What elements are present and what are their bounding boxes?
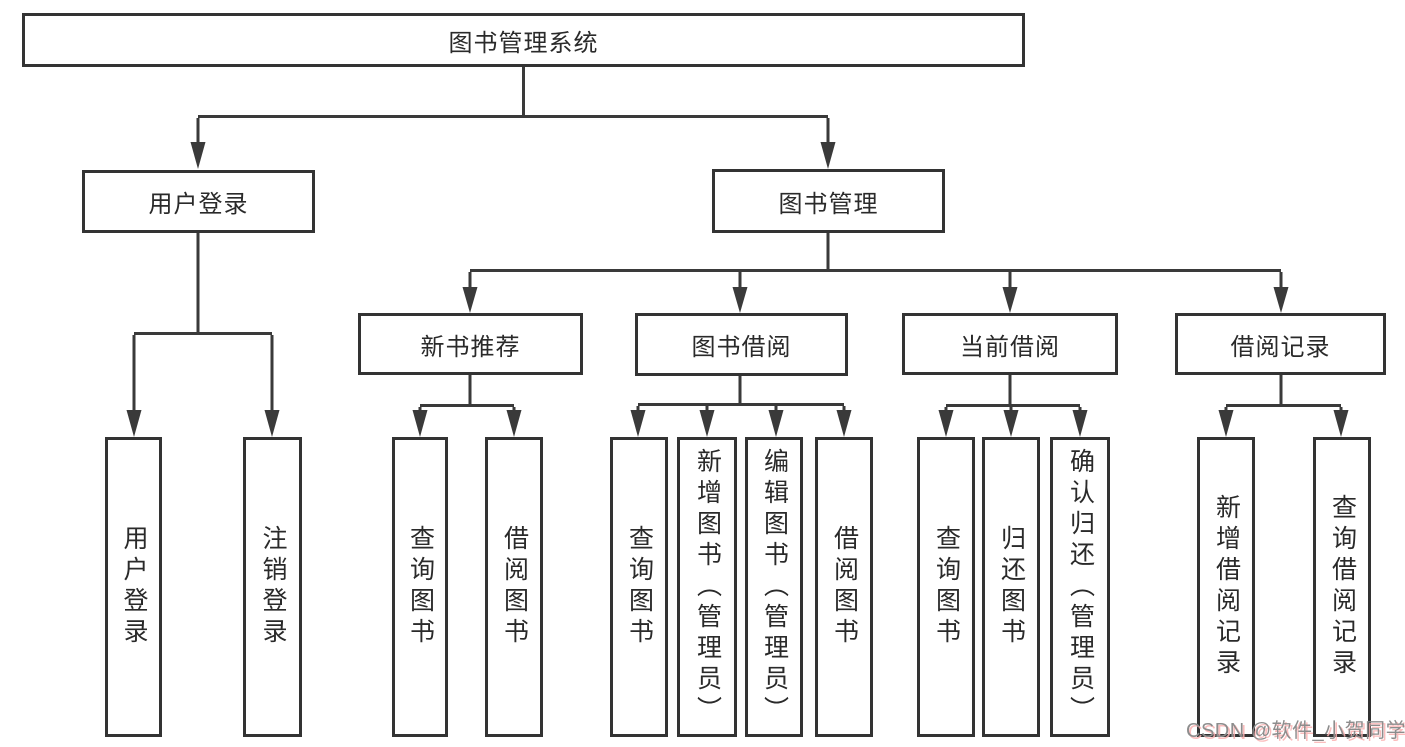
node-new-book-recommend: 新书推荐 bbox=[358, 313, 583, 375]
leaf-edit-book-admin: 编辑图书（管理员） bbox=[745, 437, 803, 737]
node-current-borrow-label: 当前借阅 bbox=[960, 333, 1060, 361]
leaf-borrow-book-2: 借阅图书 bbox=[815, 437, 873, 737]
leaf-logout-login: 注销登录 bbox=[243, 437, 302, 737]
node-current-borrow: 当前借阅 bbox=[902, 313, 1118, 375]
leaf-query-book-2: 查询图书 bbox=[610, 437, 668, 737]
leaf-borrow-book: 借阅图书 bbox=[485, 437, 543, 737]
node-new-book-recommend-label: 新书推荐 bbox=[420, 333, 521, 361]
leaf-confirm-return-admin: 确认归还（管理员） bbox=[1050, 437, 1110, 737]
node-book-borrow-label: 图书借阅 bbox=[691, 334, 792, 361]
leaf-user-login: 用户登录 bbox=[105, 437, 162, 737]
node-system-root: 图书管理系统 bbox=[22, 13, 1025, 67]
leaf-query-book: 查询图书 bbox=[392, 437, 448, 737]
leaf-query-book-3: 查询图书 bbox=[917, 437, 975, 737]
node-borrow-record: 借阅记录 bbox=[1175, 313, 1386, 375]
node-book-management-label: 图书管理 bbox=[778, 190, 879, 218]
leaf-return-book: 归还图书 bbox=[982, 437, 1040, 737]
node-user-login: 用户登录 bbox=[82, 170, 315, 233]
node-book-borrow: 图书借阅 bbox=[635, 313, 848, 376]
leaf-add-borrow-record: 新增借阅记录 bbox=[1197, 437, 1255, 737]
csdn-watermark: CSDN @软件_小贺同学 bbox=[1186, 720, 1405, 742]
node-borrow-record-label: 借阅记录 bbox=[1230, 333, 1331, 361]
node-user-login-label: 用户登录 bbox=[148, 191, 249, 218]
node-system-root-label: 图书管理系统 bbox=[448, 29, 599, 57]
leaf-add-book-admin: 新增图书（管理员） bbox=[677, 437, 737, 737]
node-book-management: 图书管理 bbox=[712, 169, 945, 233]
leaf-query-borrow-record: 查询借阅记录 bbox=[1313, 437, 1371, 737]
